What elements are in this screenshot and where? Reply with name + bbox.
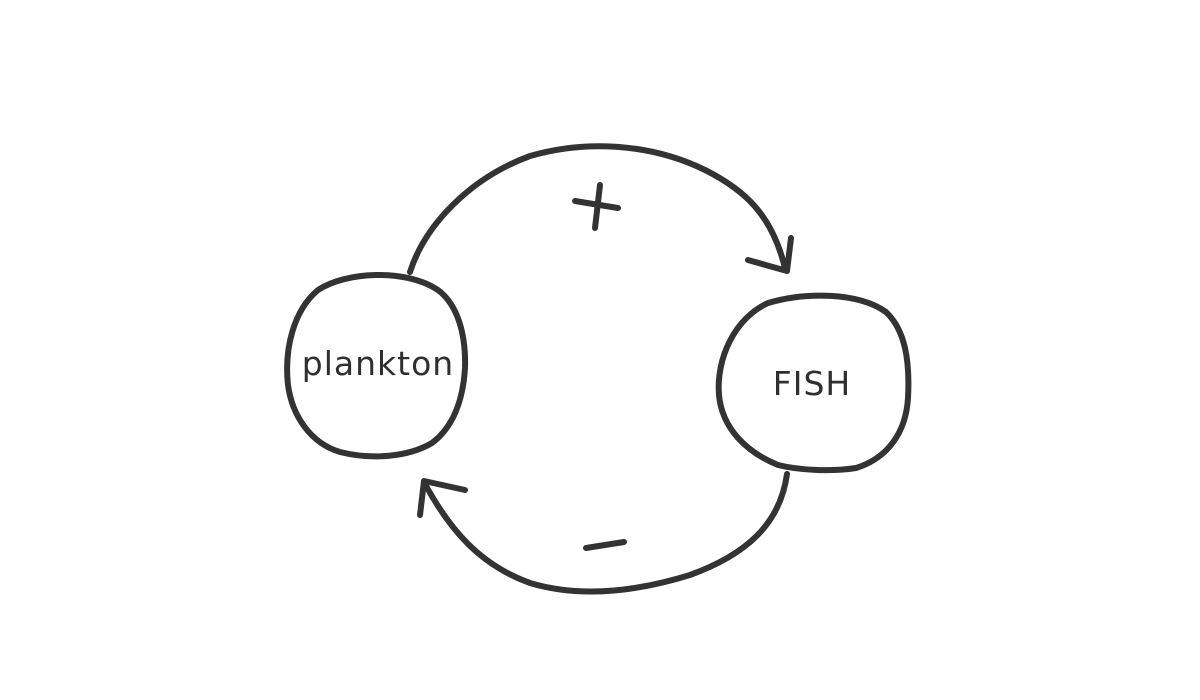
node-plankton-label: plankton xyxy=(302,344,454,383)
node-fish: FISH xyxy=(715,292,912,474)
edge-fish-to-plankton xyxy=(417,471,790,595)
plus-sign-vertical xyxy=(592,182,603,231)
edge-plankton-to-fish-sign xyxy=(572,182,621,231)
edge-plankton-to-fish-arrowhead xyxy=(745,235,794,274)
edge-fish-to-plankton-arc xyxy=(422,471,790,595)
node-plankton-circle xyxy=(284,272,469,460)
node-plankton: plankton xyxy=(284,272,469,460)
edge-fish-to-plankton-sign xyxy=(583,539,627,551)
edge-plankton-to-fish-arc xyxy=(407,143,788,275)
edge-plankton-to-fish xyxy=(407,143,794,275)
node-fish-label: FISH xyxy=(773,364,851,403)
edge-fish-to-plankton-arrowhead xyxy=(417,478,468,518)
node-fish-circle xyxy=(715,292,912,474)
